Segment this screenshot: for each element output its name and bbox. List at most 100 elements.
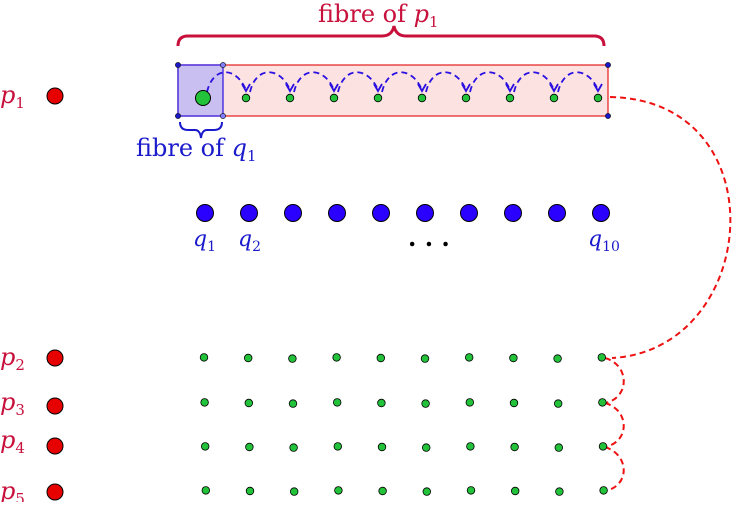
grid-point (290, 487, 299, 496)
grid-point (597, 353, 606, 362)
grid-point (554, 399, 563, 408)
grid-point (332, 353, 341, 362)
hop-arrowhead (461, 83, 471, 93)
q-nodes (196, 204, 610, 222)
p4-to-p5-arc (604, 446, 625, 492)
grid-point (377, 442, 387, 452)
hop-arrowhead (593, 83, 603, 93)
hop-arrowhead (329, 83, 339, 93)
fibre-point (549, 93, 559, 103)
fibre-point (329, 93, 339, 103)
q-node (196, 204, 214, 222)
p-rows: p1 p2 p3 p4 p5 (0, 81, 64, 507)
q1-label: q1 (193, 227, 216, 255)
fibre-to-p2-arc (609, 96, 732, 359)
q-node (284, 204, 302, 222)
fibre-points (195, 90, 603, 106)
grid-point (199, 353, 209, 362)
grid-point (510, 442, 519, 452)
q-node (504, 204, 522, 222)
green-rows (199, 353, 608, 496)
grid-point (509, 398, 519, 408)
grid-point (376, 353, 385, 363)
fibre-p1-brace (176, 25, 606, 47)
grid-point (245, 442, 254, 452)
grid-point (245, 486, 255, 496)
fibre-q1-label: fibre of q1 (136, 134, 257, 165)
fibre-point (593, 93, 603, 103)
grid-point (200, 442, 210, 451)
p-node (46, 397, 64, 415)
grid-point (420, 354, 430, 363)
grid-point (333, 442, 342, 451)
p-row-label: p4 (0, 426, 25, 457)
p-row-label: p5 (0, 477, 25, 502)
grid-point (289, 443, 298, 452)
p-node (46, 87, 64, 105)
p-node (46, 437, 64, 455)
fibre-point (505, 93, 515, 103)
grid-point (378, 486, 387, 496)
q-ellipsis: . . . (408, 223, 450, 252)
fibre-point (373, 93, 383, 103)
grid-point (554, 443, 563, 452)
grid-point (509, 353, 518, 363)
p-node (46, 483, 64, 501)
grid-point (334, 486, 343, 495)
hop-arrowhead (285, 83, 295, 93)
p2-to-p3-arc (604, 357, 625, 404)
p-node (46, 349, 64, 367)
grid-point (201, 486, 210, 495)
p-row-label: p1 (0, 81, 25, 112)
hop-arrowhead (549, 83, 559, 93)
q10-label: q10 (588, 227, 620, 255)
p-row-label: p3 (0, 388, 25, 419)
grid-point (598, 442, 608, 451)
grid-point (553, 354, 562, 363)
grid-point (244, 398, 253, 408)
grid-point (555, 487, 564, 496)
grid-point (333, 398, 342, 407)
q-node (592, 204, 610, 222)
fibre-point (241, 93, 251, 103)
q-node (328, 204, 346, 222)
grid-point (466, 442, 475, 451)
fibre-point (285, 93, 295, 103)
grid-point (288, 399, 298, 408)
fibre-point (461, 93, 471, 103)
p3-to-p4-arc (604, 402, 625, 448)
grid-point (422, 443, 431, 452)
hop-arrowhead (417, 83, 427, 93)
grid-point (422, 487, 431, 496)
fibre-point (417, 93, 427, 103)
grid-point (511, 486, 520, 496)
grid-point (243, 353, 253, 363)
q2-label: q2 (238, 227, 261, 255)
grid-point (465, 353, 474, 362)
fibre-p1-box (177, 64, 609, 117)
fibre-p1-label: fibre of p1 (318, 0, 439, 31)
fibre-point-large (195, 90, 211, 106)
q-node (240, 204, 258, 222)
hop-arrowhead (373, 83, 383, 93)
grid-point (466, 486, 476, 495)
grid-point (421, 399, 430, 408)
grid-point (465, 398, 474, 407)
q-node (372, 204, 390, 222)
grid-point (377, 398, 386, 408)
q-node (416, 204, 434, 222)
q-node (460, 204, 478, 222)
fibre-q1-brace (179, 121, 223, 139)
box-corners (175, 62, 611, 119)
fibre-hop-arcs (206, 71, 603, 93)
hop-arrowhead (505, 83, 515, 93)
hop-arrowhead (241, 83, 251, 93)
grid-point (598, 398, 607, 407)
grid-point (288, 354, 297, 363)
grid-point (599, 486, 608, 495)
p-row-label: p2 (0, 343, 25, 374)
grid-point (200, 398, 209, 407)
q-node (548, 204, 566, 222)
